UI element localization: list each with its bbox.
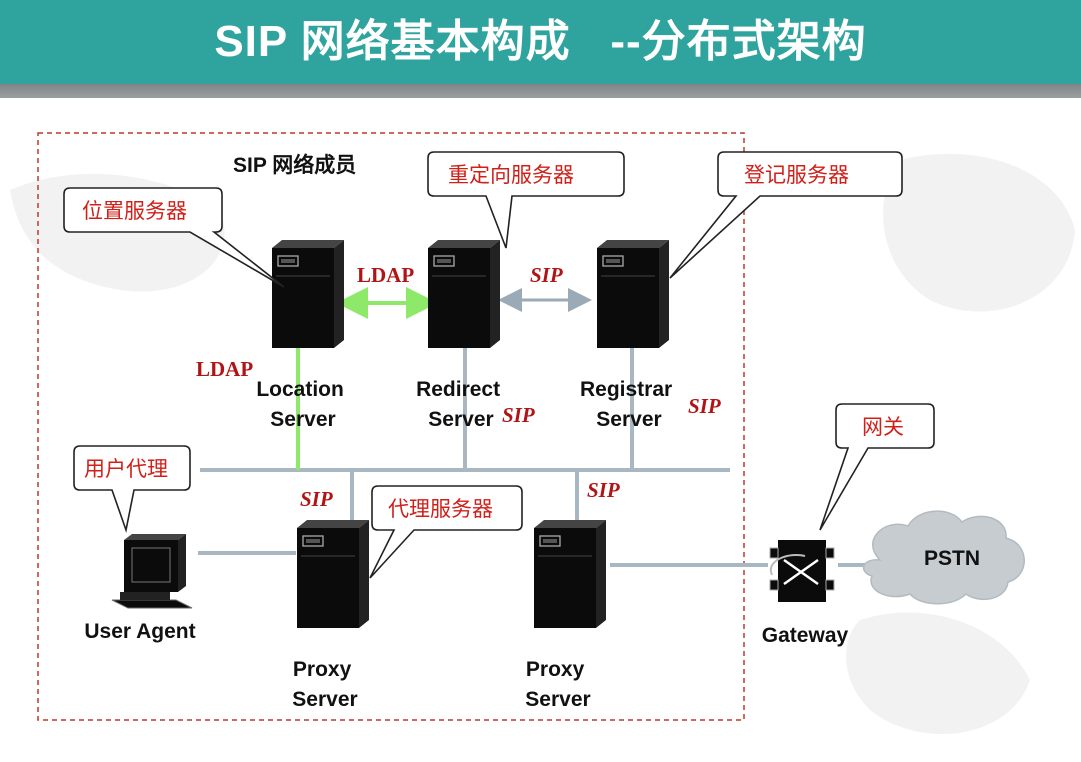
proxy2-server-label-line2: Server — [525, 688, 590, 711]
pstn-label: PSTN — [924, 547, 980, 570]
location-server-label-line2: Server — [270, 408, 335, 431]
proxy1-server-label-line2: Server — [292, 688, 357, 711]
callout-location-text: 位置服务器 — [82, 199, 187, 223]
location-server-label: Location Server — [256, 378, 349, 431]
callout-redirect: 重定向服务器 — [427, 151, 625, 249]
user-agent-label: User Agent — [84, 620, 195, 643]
callout-registrar-text: 登记服务器 — [744, 163, 849, 187]
redirect-server-label-line1: Redirect — [416, 378, 500, 401]
proxy2-server-icon — [533, 519, 607, 629]
title-bar — [0, 0, 1081, 84]
registrar-server-icon — [596, 239, 670, 349]
callout-redirect-text: 重定向服务器 — [448, 163, 574, 187]
proxy2-server-label: Proxy Server — [525, 658, 590, 711]
proxy1-server-label: Proxy Server — [292, 658, 357, 711]
callout-registrar: 登记服务器 — [669, 151, 903, 279]
pstn-cloud-icon — [862, 510, 1025, 605]
gateway-icon — [769, 540, 835, 602]
callout-location: 位置服务器 — [63, 187, 285, 288]
callout-proxy: 代理服务器 — [369, 485, 523, 579]
redirect-server-icon — [427, 239, 501, 349]
sip-network-diagram: PSTN Location Server Redirect Server Reg… — [10, 132, 1075, 734]
proxy1-server-icon — [296, 519, 370, 629]
redirect-server-label-line2: Server — [428, 408, 493, 431]
location-server-label-line1: Location — [256, 378, 344, 401]
sip-redirect-label: SIP — [502, 403, 535, 427]
ldap-vertical-label: LDAP — [196, 357, 253, 381]
callout-gateway: 网关 — [819, 403, 935, 531]
gateway-label: Gateway — [762, 624, 849, 647]
registrar-server-label: Registrar Server — [580, 378, 678, 431]
callout-user-agent-text: 用户代理 — [84, 457, 168, 481]
sip-proxy1-label: SIP — [300, 487, 333, 511]
registrar-server-label-line2: Server — [596, 408, 661, 431]
proxy1-server-label-line1: Proxy — [293, 658, 352, 681]
network-lines — [198, 348, 875, 567]
registrar-server-label-line1: Registrar — [580, 378, 672, 401]
location-server-icon — [271, 239, 345, 349]
sip-members-boundary — [37, 132, 745, 721]
title-bar-shadow — [0, 84, 1081, 98]
slide-title: SIP 网络基本构成 --分布式架构 — [214, 17, 867, 66]
proxy2-server-label-line1: Proxy — [526, 658, 585, 681]
redirect-server-label: Redirect Server — [416, 378, 506, 431]
callout-user-agent: 用户代理 — [73, 445, 191, 534]
sip-redirect-registrar-label: SIP — [530, 263, 563, 287]
ldap-horizontal-label: LDAP — [357, 263, 414, 287]
sip-registrar-label: SIP — [688, 394, 721, 418]
callout-proxy-text: 代理服务器 — [388, 497, 493, 521]
sip-members-label: SIP 网络成员 — [233, 153, 356, 177]
callout-gateway-text: 网关 — [862, 415, 904, 439]
sip-proxy2-label: SIP — [587, 478, 620, 502]
user-agent-computer-icon — [111, 534, 193, 609]
